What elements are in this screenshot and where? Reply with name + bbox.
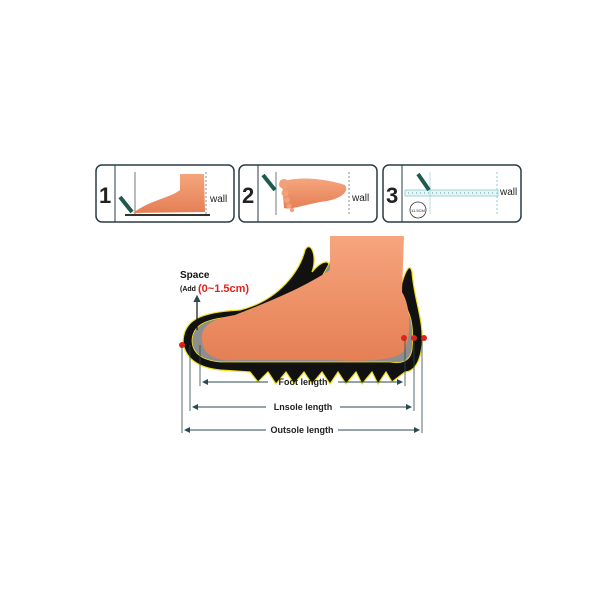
insole-length-dimension: Lnsole length (192, 402, 412, 412)
step-1-panel: 1 wall (95, 164, 235, 223)
measurement-badge (409, 201, 427, 219)
floor (125, 214, 210, 216)
shoe-cross-section (179, 236, 427, 386)
insole-heel-marker (411, 335, 417, 341)
wall-label: wall (499, 187, 517, 198)
space-label: Space (180, 270, 210, 281)
heel-marker (401, 335, 407, 341)
foot-illustration (201, 236, 410, 361)
pen-icon (416, 172, 431, 192)
measurement-value: 11.5CM (411, 208, 425, 213)
space-annotation: Space (Add (0~1.5cm) (180, 270, 249, 330)
step-number: 2 (242, 183, 254, 208)
foot-length-dimension: Foot length (202, 377, 403, 387)
step-2-panel: 2 wall (238, 164, 378, 223)
space-value: (0~1.5cm) (198, 283, 249, 295)
insole-length-label: Lnsole length (274, 402, 333, 412)
toes-icon (279, 179, 295, 213)
step-3-panel: 3 11.5CM wall (382, 164, 522, 223)
wall-label: wall (351, 193, 369, 204)
step-number: 3 (386, 183, 398, 208)
pen-icon (118, 195, 134, 214)
foot-top-icon (282, 178, 347, 209)
outsole-length-label: Outsole length (271, 425, 334, 435)
foot-side-icon (133, 174, 205, 213)
step-number: 1 (99, 183, 111, 208)
pen-icon (261, 173, 277, 192)
outsole-heel-marker (421, 335, 427, 341)
wall-label: wall (209, 194, 227, 205)
outsole-length-dimension: Outsole length (184, 425, 420, 435)
add-prefix: (Add (180, 286, 196, 293)
measure-guides (181, 340, 423, 433)
foot-length-label: Foot length (279, 377, 328, 387)
ruler-icon (404, 189, 499, 197)
